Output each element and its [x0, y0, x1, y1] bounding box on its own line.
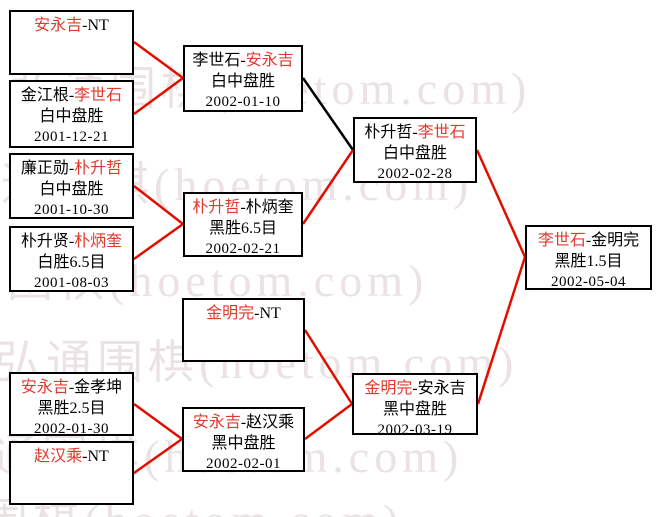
player-separator: -: [240, 199, 246, 216]
match-box[interactable]: 金明完-安永吉黑中盘胜 2002-03-19: [352, 373, 478, 438]
player-separator: -: [412, 380, 418, 397]
match-result: 白中盘胜: [39, 181, 104, 198]
player-name: NT: [87, 448, 109, 465]
match-box[interactable]: 朴升贤-朴炳奎白胜6.5目 2001-08-03: [9, 226, 134, 292]
match-result: 白中盘胜: [382, 145, 447, 162]
match-players: 廉正勋-朴升哲: [11, 158, 132, 179]
bracket-connector-red: [304, 402, 353, 441]
match-box[interactable]: 廉正勋-朴升哲白中盘胜 2001-10-30: [9, 153, 134, 219]
bracket-connector-black: [301, 77, 355, 151]
match-players: 朴升贤-朴炳奎: [11, 231, 132, 252]
match-result: 白胜6.5目: [37, 254, 106, 271]
match-result: 黑中盘胜: [211, 435, 276, 452]
winner-name: 朴升哲: [192, 199, 241, 216]
winner-name: 金明完: [364, 380, 413, 397]
match-result: 黑中盘胜: [382, 401, 447, 418]
match-box[interactable]: 金江根-李世石白中盘胜 2001-12-21: [9, 80, 134, 148]
match-result: 白中盘胜: [210, 73, 275, 90]
player-separator: -: [68, 87, 75, 104]
match-result: 白中盘胜: [39, 108, 104, 125]
winner-name: 赵汉乘: [34, 448, 83, 465]
player-name: 赵汉乘: [246, 414, 295, 431]
match-box[interactable]: 李世石-安永吉白中盘胜 2002-01-10: [183, 45, 303, 112]
bracket-connector-red: [476, 256, 527, 405]
match-date: 2001-08-03: [34, 275, 109, 291]
match-box[interactable]: 安永吉-金孝坤黑胜2.5目 2002-01-30: [9, 372, 134, 437]
player-separator: -: [240, 414, 247, 431]
player-name: NT: [259, 305, 281, 322]
match-date: 2001-10-30: [34, 202, 109, 218]
match-date: 2002-01-30: [34, 421, 109, 437]
player-separator: -: [240, 52, 246, 69]
player-name: 朴升哲: [364, 124, 413, 141]
match-date: 2002-01-10: [205, 94, 281, 110]
match-date: 2002-05-04: [551, 274, 626, 290]
bracket-connector-red: [301, 149, 355, 225]
player-name: 朴炳奎: [245, 199, 294, 216]
match-result: 黑胜2.5目: [37, 400, 106, 417]
winner-name: 安永吉: [20, 379, 69, 396]
match-players: 李世石-金明完: [527, 230, 650, 251]
player-separator: -: [68, 160, 75, 177]
bracket-connector-red: [133, 76, 184, 116]
winner-name: 李世石: [417, 124, 466, 141]
player-separator: -: [82, 448, 88, 465]
bracket-connector-red: [133, 185, 184, 225]
bracket-connector-red: [133, 437, 183, 475]
match-box[interactable]: 朴升哲-李世石白中盘胜 2002-02-28: [353, 117, 477, 183]
match-players: 李世石-安永吉: [185, 50, 301, 71]
winner-name: 安永吉: [192, 414, 241, 431]
match-players: 金明完-NT: [184, 303, 303, 324]
match-players: 朴升哲-朴炳奎: [185, 197, 301, 218]
match-box[interactable]: 安永吉-赵汉乘黑中盘胜 2002-02-01: [182, 407, 305, 472]
player-separator: -: [254, 305, 260, 322]
winner-name: 朴升哲: [74, 160, 123, 177]
match-players: 安永吉-NT: [11, 15, 132, 36]
bracket-connector-red: [133, 40, 184, 80]
player-name: NT: [87, 17, 109, 34]
match-result: 黑胜6.5目: [208, 220, 277, 237]
player-name: 金孝坤: [74, 379, 123, 396]
match-result: 黑胜1.5目: [554, 253, 623, 270]
match-players: 金明完-安永吉: [354, 378, 476, 399]
winner-name: 李世石: [537, 232, 586, 249]
player-separator: -: [412, 124, 418, 141]
player-name: 廉正勋: [20, 160, 69, 177]
player-name: 金明完: [591, 232, 640, 249]
winner-name: 金明完: [206, 305, 255, 322]
match-players: 金江根-李世石: [11, 85, 132, 106]
match-box[interactable]: 金明完-NT: [182, 298, 305, 362]
winner-name: 李世石: [74, 87, 123, 104]
match-box[interactable]: 安永吉-NT: [9, 10, 134, 75]
player-separator: -: [585, 232, 592, 249]
winner-name: 安永吉: [245, 52, 294, 69]
bracket-connector-red: [475, 149, 527, 258]
bracket-connector-red: [133, 402, 183, 441]
match-date: 2002-02-28: [377, 166, 453, 182]
bracket-connector-red: [133, 222, 184, 261]
match-box[interactable]: 李世石-金明完黑胜1.5目 2002-05-04: [525, 225, 652, 290]
player-name: 金江根: [20, 87, 69, 104]
player-separator: -: [68, 233, 75, 250]
player-name: 安永吉: [417, 380, 466, 397]
match-players: 安永吉-金孝坤: [11, 377, 132, 398]
player-separator: -: [82, 17, 88, 34]
match-players: 安永吉-赵汉乘: [184, 412, 303, 433]
winner-name: 朴炳奎: [74, 233, 123, 250]
match-players: 赵汉乘-NT: [11, 446, 132, 467]
match-date: 2002-02-01: [206, 456, 281, 472]
match-box[interactable]: 赵汉乘-NT: [9, 441, 134, 505]
winner-name: 安永吉: [34, 17, 83, 34]
match-date: 2002-02-21: [205, 241, 281, 257]
bracket-connector-red: [303, 329, 354, 405]
player-separator: -: [68, 379, 75, 396]
player-name: 朴升贤: [20, 233, 69, 250]
match-date: 2002-03-19: [377, 422, 453, 438]
match-box[interactable]: 朴升哲-朴炳奎黑胜6.5目 2002-02-21: [183, 192, 303, 257]
player-name: 李世石: [192, 52, 241, 69]
match-players: 朴升哲-李世石: [355, 122, 475, 143]
match-date: 2001-12-21: [34, 129, 109, 145]
